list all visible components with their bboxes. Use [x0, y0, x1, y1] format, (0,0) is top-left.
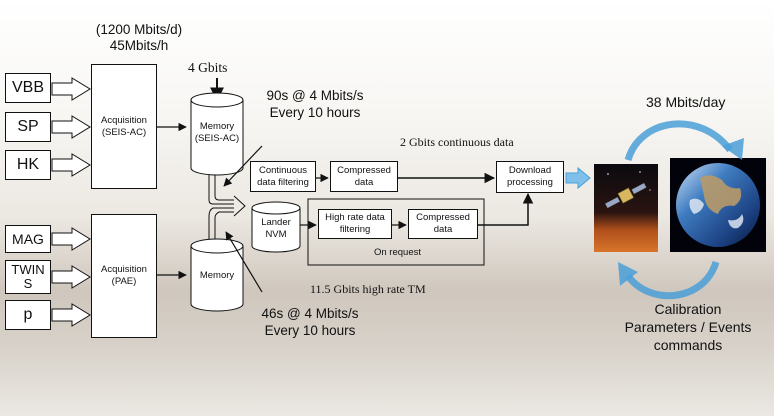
mem-top-size-label: 4 Gbits [188, 60, 228, 75]
burst-top-label: 90s @ 4 Mbits/s Every 10 hours [266, 88, 364, 120]
memory-bottom-cylinder [190, 238, 244, 312]
memory-top-cylinder [190, 92, 244, 176]
on-request-label: On request [374, 247, 421, 258]
hollow-arrow-p [51, 303, 91, 327]
satellite-icon [604, 182, 647, 209]
memory-bottom-label: Memory [199, 270, 235, 281]
hollow-arrow-mag [51, 227, 91, 251]
arrow-earth-to-orbiter [625, 260, 720, 300]
hollow-arrows-top [51, 77, 91, 177]
high-rate-tm-label: 11.5 Gbits high rate TM [310, 282, 426, 296]
continuous-data-filtering: Continuous data filtering [250, 161, 316, 192]
input-twins: TWIN S [5, 260, 51, 294]
memory-top-label: Memory (SEIS-AC) [194, 121, 240, 144]
acquisition-seis-ac: Acquisition (SEIS-AC) [91, 64, 157, 189]
lander-nvm-cylinder [251, 201, 301, 253]
orbiter-image [594, 164, 658, 252]
lander-nvm-label: Lander NVM [261, 217, 291, 240]
high-rate-data-filtering: High rate data filtering [318, 209, 392, 239]
arrow-request-to-download [478, 192, 534, 226]
hollow-arrow-hk [51, 153, 91, 177]
input-mag: MAG [5, 225, 51, 253]
compressed-data-continuous: Compressed data [330, 161, 398, 192]
compressed-data-request: Compressed data [408, 209, 478, 239]
arrow-burst-top [223, 145, 263, 187]
earth-image [670, 158, 766, 252]
continuous-data-label: 2 Gbits continuous data [400, 135, 514, 149]
on-request-group [307, 198, 485, 266]
arrow-download-to-orbiter [565, 166, 591, 190]
memory-merge-pipe [208, 175, 246, 239]
input-vbb: VBB [5, 73, 51, 103]
rate-label: (1200 Mbits/d) 45Mbits/h [95, 22, 183, 54]
hollow-arrow-vbb [51, 77, 91, 101]
input-sp: SP [5, 112, 51, 142]
downlink-rate-label: 38 Mbits/day [646, 94, 726, 110]
input-hk: HK [5, 150, 51, 180]
hollow-arrows-bottom [51, 227, 91, 327]
burst-bottom-label: 46s @ 4 Mbits/s Every 10 hours [261, 306, 359, 338]
hollow-arrow-sp [51, 115, 91, 139]
hollow-arrow-twins [51, 265, 91, 289]
download-processing: Download processing [496, 161, 564, 193]
input-p: p [5, 300, 51, 330]
arrow-burst-bottom [225, 231, 263, 293]
acquisition-pae: Acquisition (PAE) [91, 214, 157, 338]
uplink-label: Calibration Parameters / Events commands [624, 301, 752, 354]
arrow-orbiter-to-earth [624, 120, 733, 162]
